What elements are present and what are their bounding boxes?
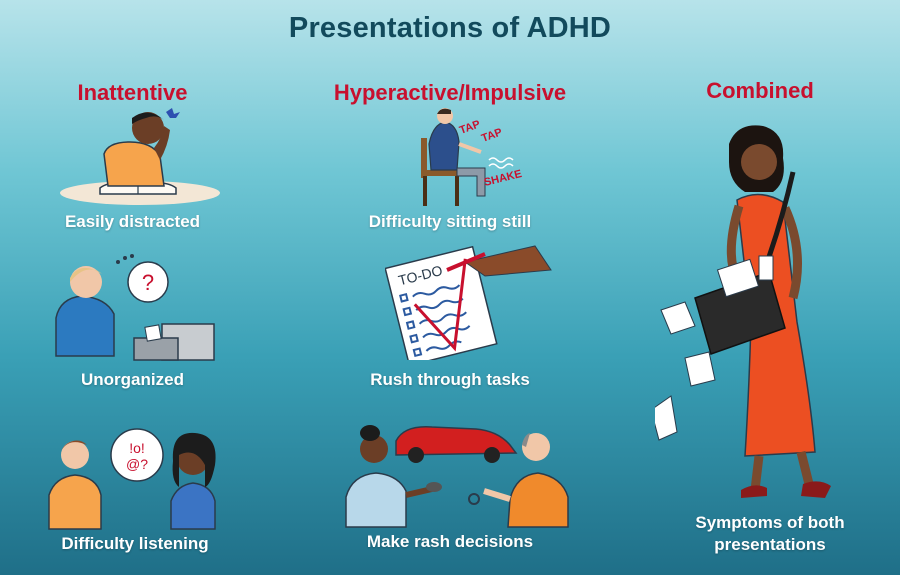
easily-distracted-illustration	[60, 108, 220, 208]
tap-sound-2: TAP	[480, 126, 504, 145]
red-car-icon	[395, 426, 518, 456]
car-keys-icon	[468, 493, 480, 505]
caption-unorganized: Unorganized	[81, 370, 184, 389]
heading-hyperactive-impulsive: Hyperactive/Impulsive	[333, 80, 567, 105]
tap-sound-1: TAP	[458, 118, 482, 137]
butterfly-icon	[166, 108, 180, 118]
caption-easily-distracted: Easily distracted	[64, 212, 201, 231]
rash-decisions-illustration	[340, 415, 580, 530]
caption-make-rash-decisions: Make rash decisions	[366, 532, 534, 551]
caption-symptoms-both-presentations: Symptoms of both presentations	[670, 512, 870, 556]
svg-text:!o!: !o!	[129, 440, 145, 456]
difficulty-listening-illustration: !o! @?	[45, 425, 225, 530]
caption-rush-through-tasks: Rush through tasks	[370, 370, 530, 389]
shake-sound: SHAKE	[483, 168, 523, 189]
unorganized-illustration: ?	[50, 252, 220, 362]
svg-text:?: ?	[142, 270, 154, 295]
page-title: Presentations of ADHD	[288, 12, 612, 44]
heading-combined: Combined	[706, 78, 814, 103]
combined-illustration	[655, 122, 855, 507]
caption-difficulty-sitting-still: Difficulty sitting still	[368, 212, 532, 231]
caption-combined-text: Symptoms of both presentations	[695, 513, 845, 554]
rush-through-tasks-illustration: TO-DO	[385, 240, 555, 360]
svg-text:@?: @?	[126, 456, 148, 472]
difficulty-sitting-still-illustration: TAP TAP SHAKE	[405, 108, 535, 208]
caption-difficulty-listening: Difficulty listening	[61, 534, 209, 553]
heading-inattentive: Inattentive	[77, 80, 188, 105]
